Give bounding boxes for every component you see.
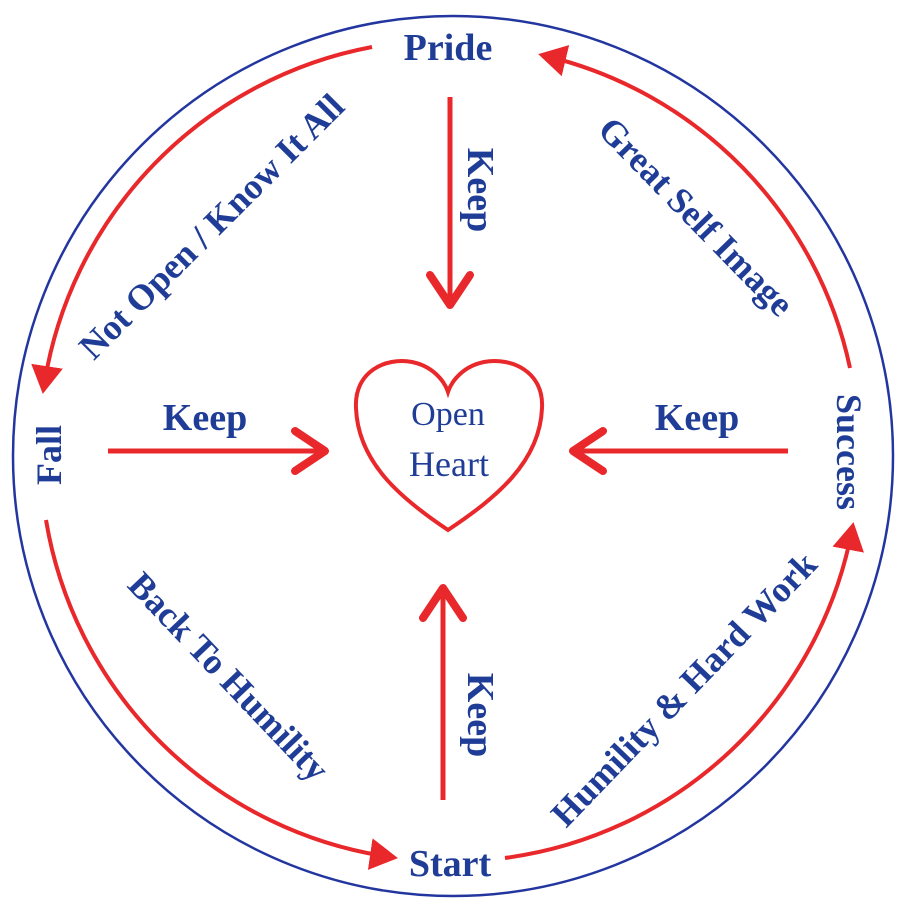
arc-pride-to-fall: [31, 45, 373, 394]
outer-circle: [11, 14, 895, 898]
phase-label-top-left: Not Open / Know It All: [71, 86, 352, 367]
spoke-label-left: Keep: [163, 397, 247, 439]
node-fall: Fall: [29, 425, 69, 485]
node-start: Start: [409, 843, 492, 885]
phase-label-bottom-left: Back To Humility: [120, 564, 337, 789]
phase-label-top-right: Great Self Image: [590, 109, 801, 324]
arc-start-to-success: [504, 522, 864, 860]
heart-shape: [353, 359, 545, 533]
arc-success-to-pride: [538, 45, 852, 369]
spoke-label-right: Keep: [655, 397, 739, 439]
node-success: Success: [829, 394, 869, 510]
spoke-label-top: Keep: [459, 148, 501, 232]
center-line-2: Heart: [409, 444, 489, 484]
node-pride: Pride: [404, 27, 493, 69]
spoke-label-bottom: Keep: [459, 673, 501, 757]
arc-fall-to-start: [44, 519, 398, 870]
center-line-1: Open: [411, 396, 485, 433]
